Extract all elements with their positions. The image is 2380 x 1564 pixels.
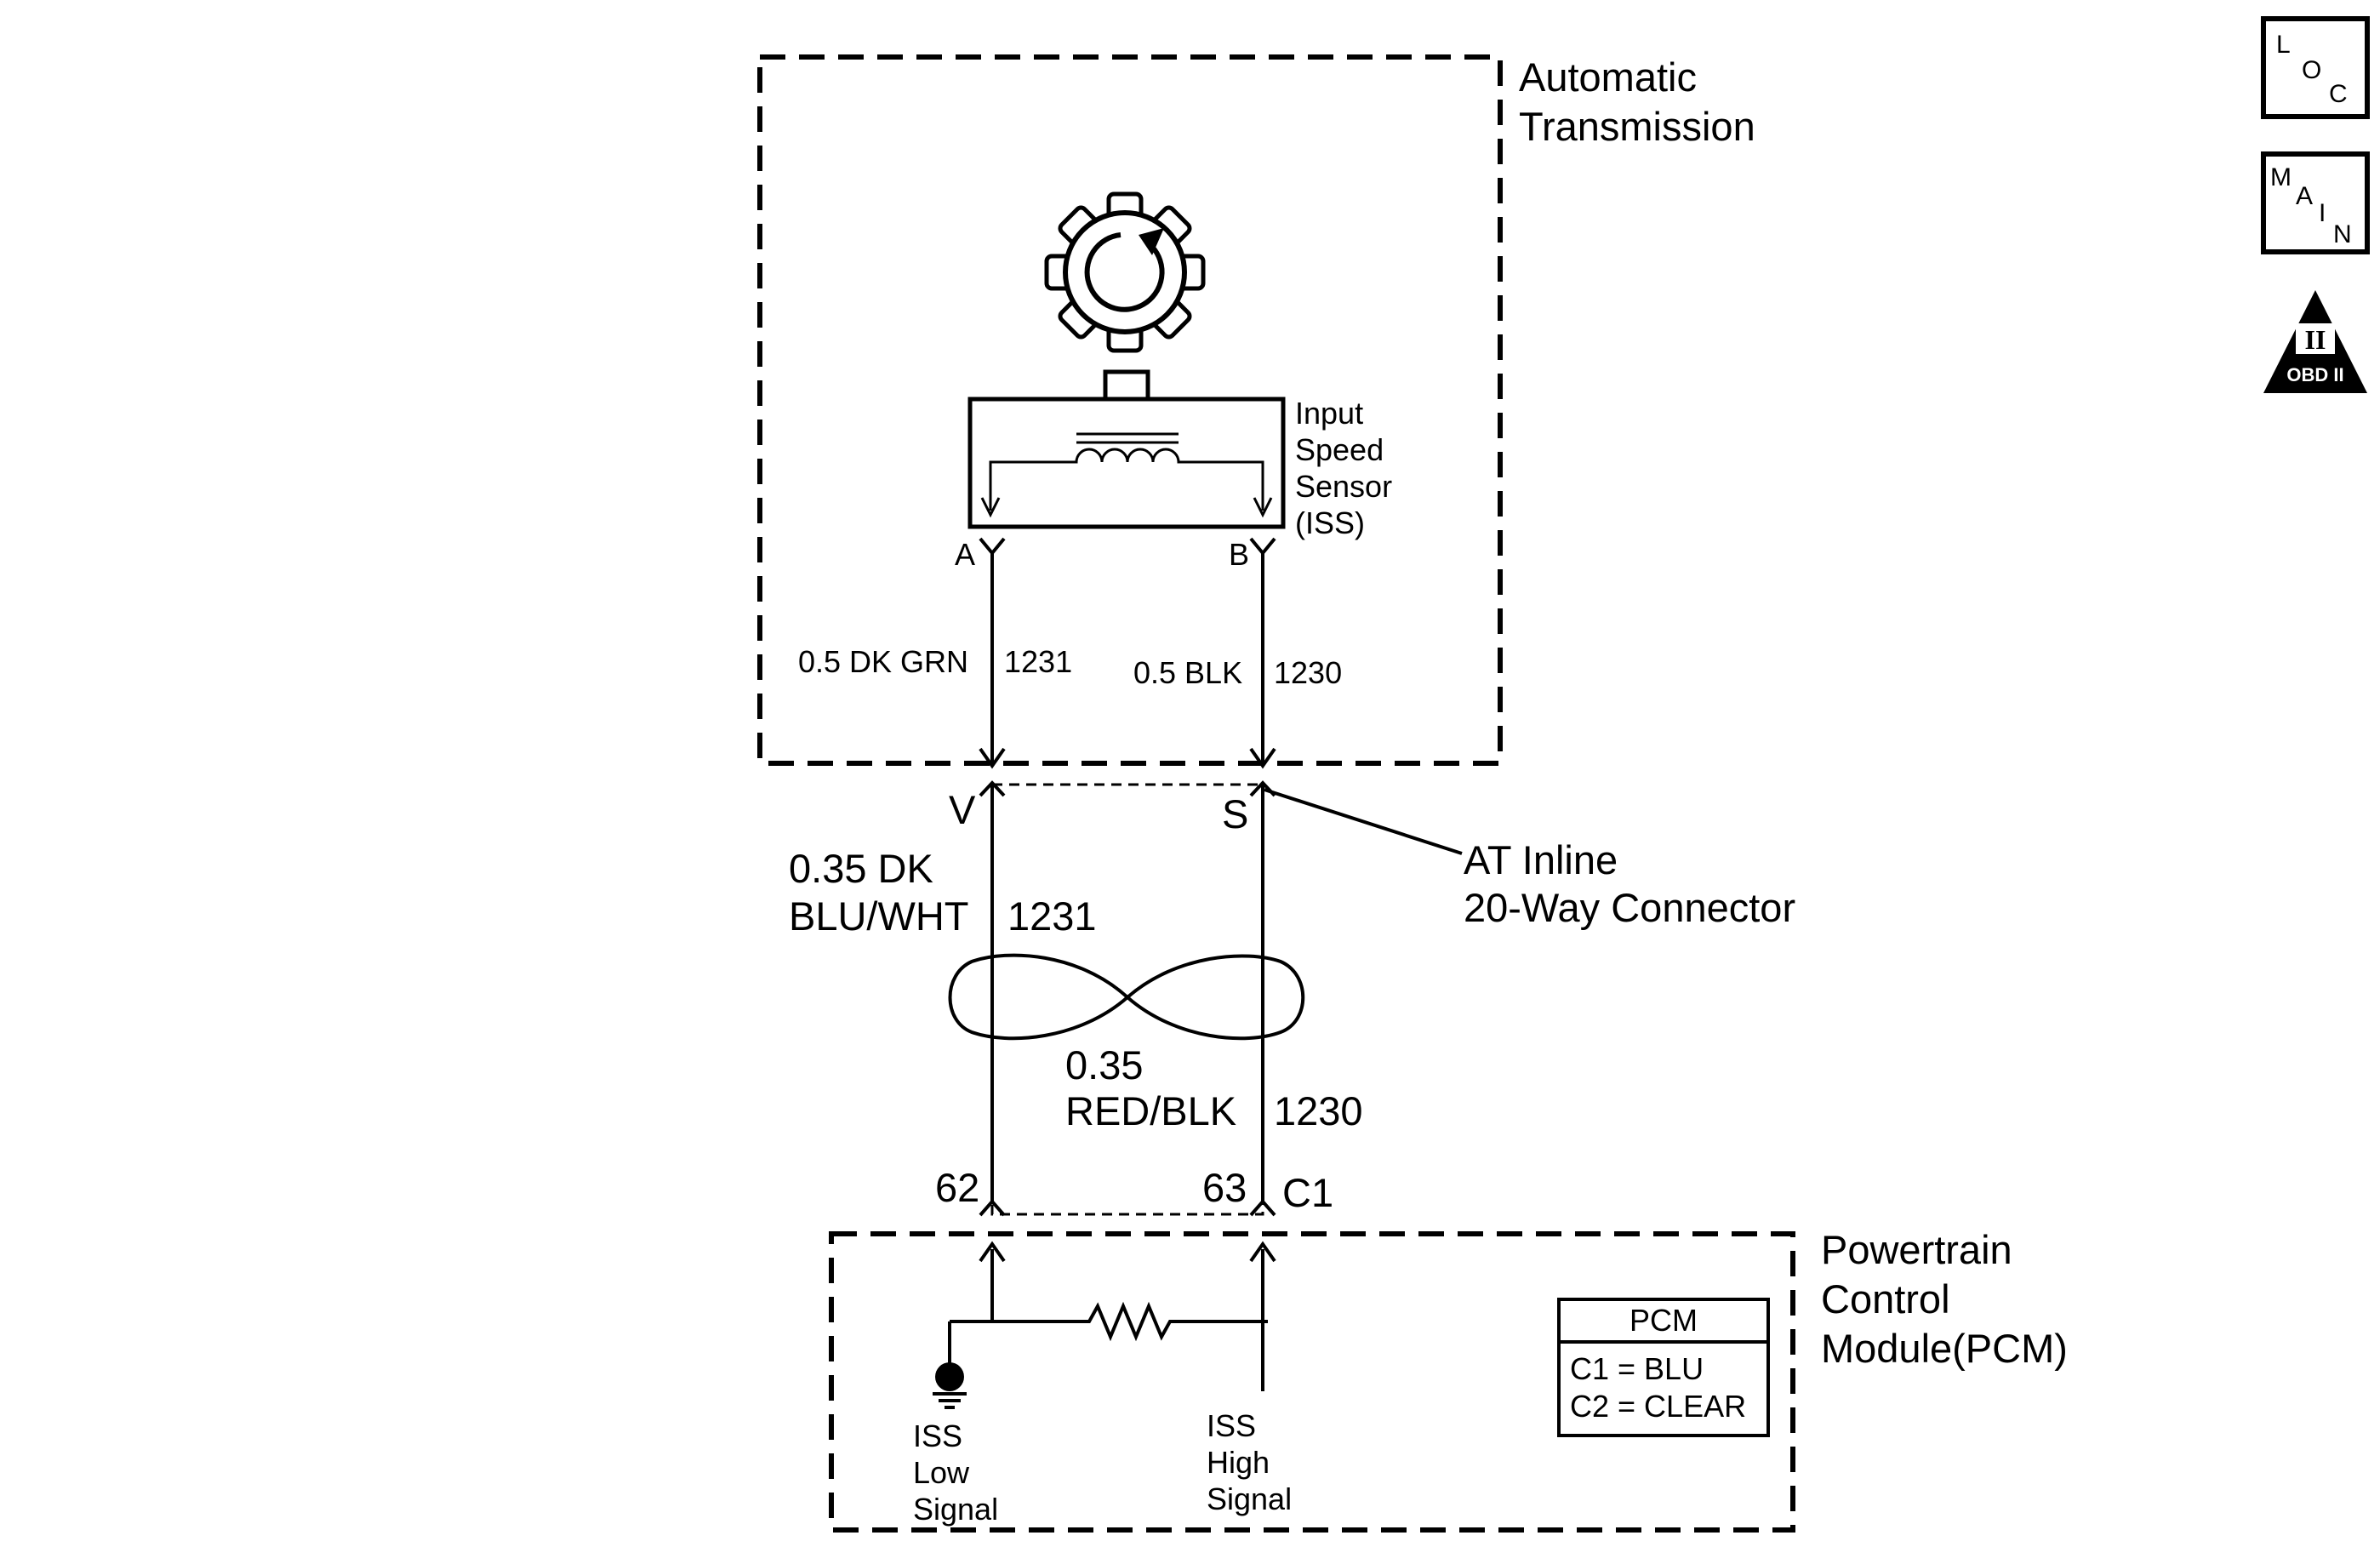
wire-lower-left-circuit: 1231	[1007, 893, 1097, 939]
inline-connector-leader	[1264, 788, 1463, 855]
transmission-boundary	[757, 54, 1503, 766]
sensor-pin-b: B	[1229, 537, 1249, 572]
iss-high-line2: High	[1207, 1445, 1270, 1480]
iss-low-line3: Signal	[913, 1492, 998, 1527]
wire-lower-right-circuit: 1230	[1274, 1088, 1363, 1133]
iss-low-line2: Low	[913, 1455, 970, 1490]
pcm-table-row1: C1 = BLU	[1570, 1351, 1704, 1386]
svg-text:OBD II: OBD II	[2286, 364, 2343, 385]
svg-text:M: M	[2270, 163, 2292, 191]
pin-b-connector	[1249, 537, 1276, 557]
svg-text:C: C	[2329, 80, 2348, 108]
pcm-connector-table	[1557, 1298, 1770, 1437]
sensor-pin-a: A	[955, 537, 975, 572]
pcm-pin-63: 63	[1202, 1165, 1247, 1210]
pcm-label-line1: Powertrain	[1821, 1227, 2012, 1272]
svg-text:L: L	[2276, 31, 2291, 59]
pcm-boundary	[829, 1231, 1795, 1533]
svg-text:II: II	[2305, 324, 2326, 355]
iss-low-line1: ISS	[913, 1418, 962, 1453]
pcm-table-title: PCM	[1629, 1303, 1698, 1338]
inline-pin-s: S	[1222, 791, 1248, 836]
pin-a-connector	[979, 537, 1006, 557]
sensor-label-line4: (ISS)	[1295, 505, 1365, 540]
wire-upper-left-circuit: 1231	[1004, 644, 1072, 679]
svg-text:O: O	[2302, 56, 2321, 84]
ground-icon	[933, 1362, 967, 1409]
sensor-label-line2: Speed	[1295, 432, 1384, 467]
pcm-connector-id: C1	[1282, 1170, 1333, 1215]
wire-upper-left-color: 0.5 DK GRN	[798, 644, 968, 679]
wire-upper-right-color: 0.5 BLK	[1133, 655, 1242, 690]
pcm-label-line3: Module(PCM)	[1821, 1326, 2068, 1371]
wire-lower-right-gauge: 0.35	[1065, 1042, 1143, 1087]
inline-connector-label-line2: 20-Way Connector	[1464, 885, 1795, 930]
twisted-pair-icon	[948, 953, 1305, 1041]
wire-upper-right-circuit: 1230	[1274, 655, 1342, 690]
wire-lower-left-color: BLU/WHT	[789, 893, 969, 939]
sensor-coil-icon	[980, 432, 1273, 518]
pcm-label-line2: Control	[1821, 1276, 1950, 1321]
sensor-label-line1: Input	[1295, 396, 1363, 431]
main-icon[interactable]: M A I N	[2261, 151, 2370, 254]
svg-text:A: A	[2296, 182, 2313, 210]
pcm-table-row2: C2 = CLEAR	[1570, 1389, 1746, 1424]
transmission-label-line2: Transmission	[1519, 104, 1755, 149]
inline-connector-label-line1: AT Inline	[1464, 837, 1618, 882]
transmission-label-line1: Automatic	[1519, 54, 1697, 100]
obd2-icon[interactable]: II OBD II	[2263, 290, 2367, 393]
resistor-icon	[950, 1301, 1268, 1342]
iss-high-line1: ISS	[1207, 1408, 1256, 1443]
wire-lower-right-color: RED/BLK	[1065, 1088, 1236, 1133]
wire-lower-left-gauge: 0.35 DK	[789, 846, 933, 891]
sensor-label-line3: Sensor	[1295, 469, 1392, 504]
sensor-plunger	[1103, 369, 1150, 402]
gear-wheel-icon	[1044, 191, 1206, 353]
inline-pin-v: V	[949, 787, 976, 832]
pcm-pin-62: 62	[935, 1165, 979, 1210]
iss-high-line3: Signal	[1207, 1481, 1292, 1516]
loc-icon[interactable]: L O C	[2261, 16, 2370, 119]
svg-text:I: I	[2319, 199, 2326, 227]
svg-text:N: N	[2333, 220, 2352, 248]
